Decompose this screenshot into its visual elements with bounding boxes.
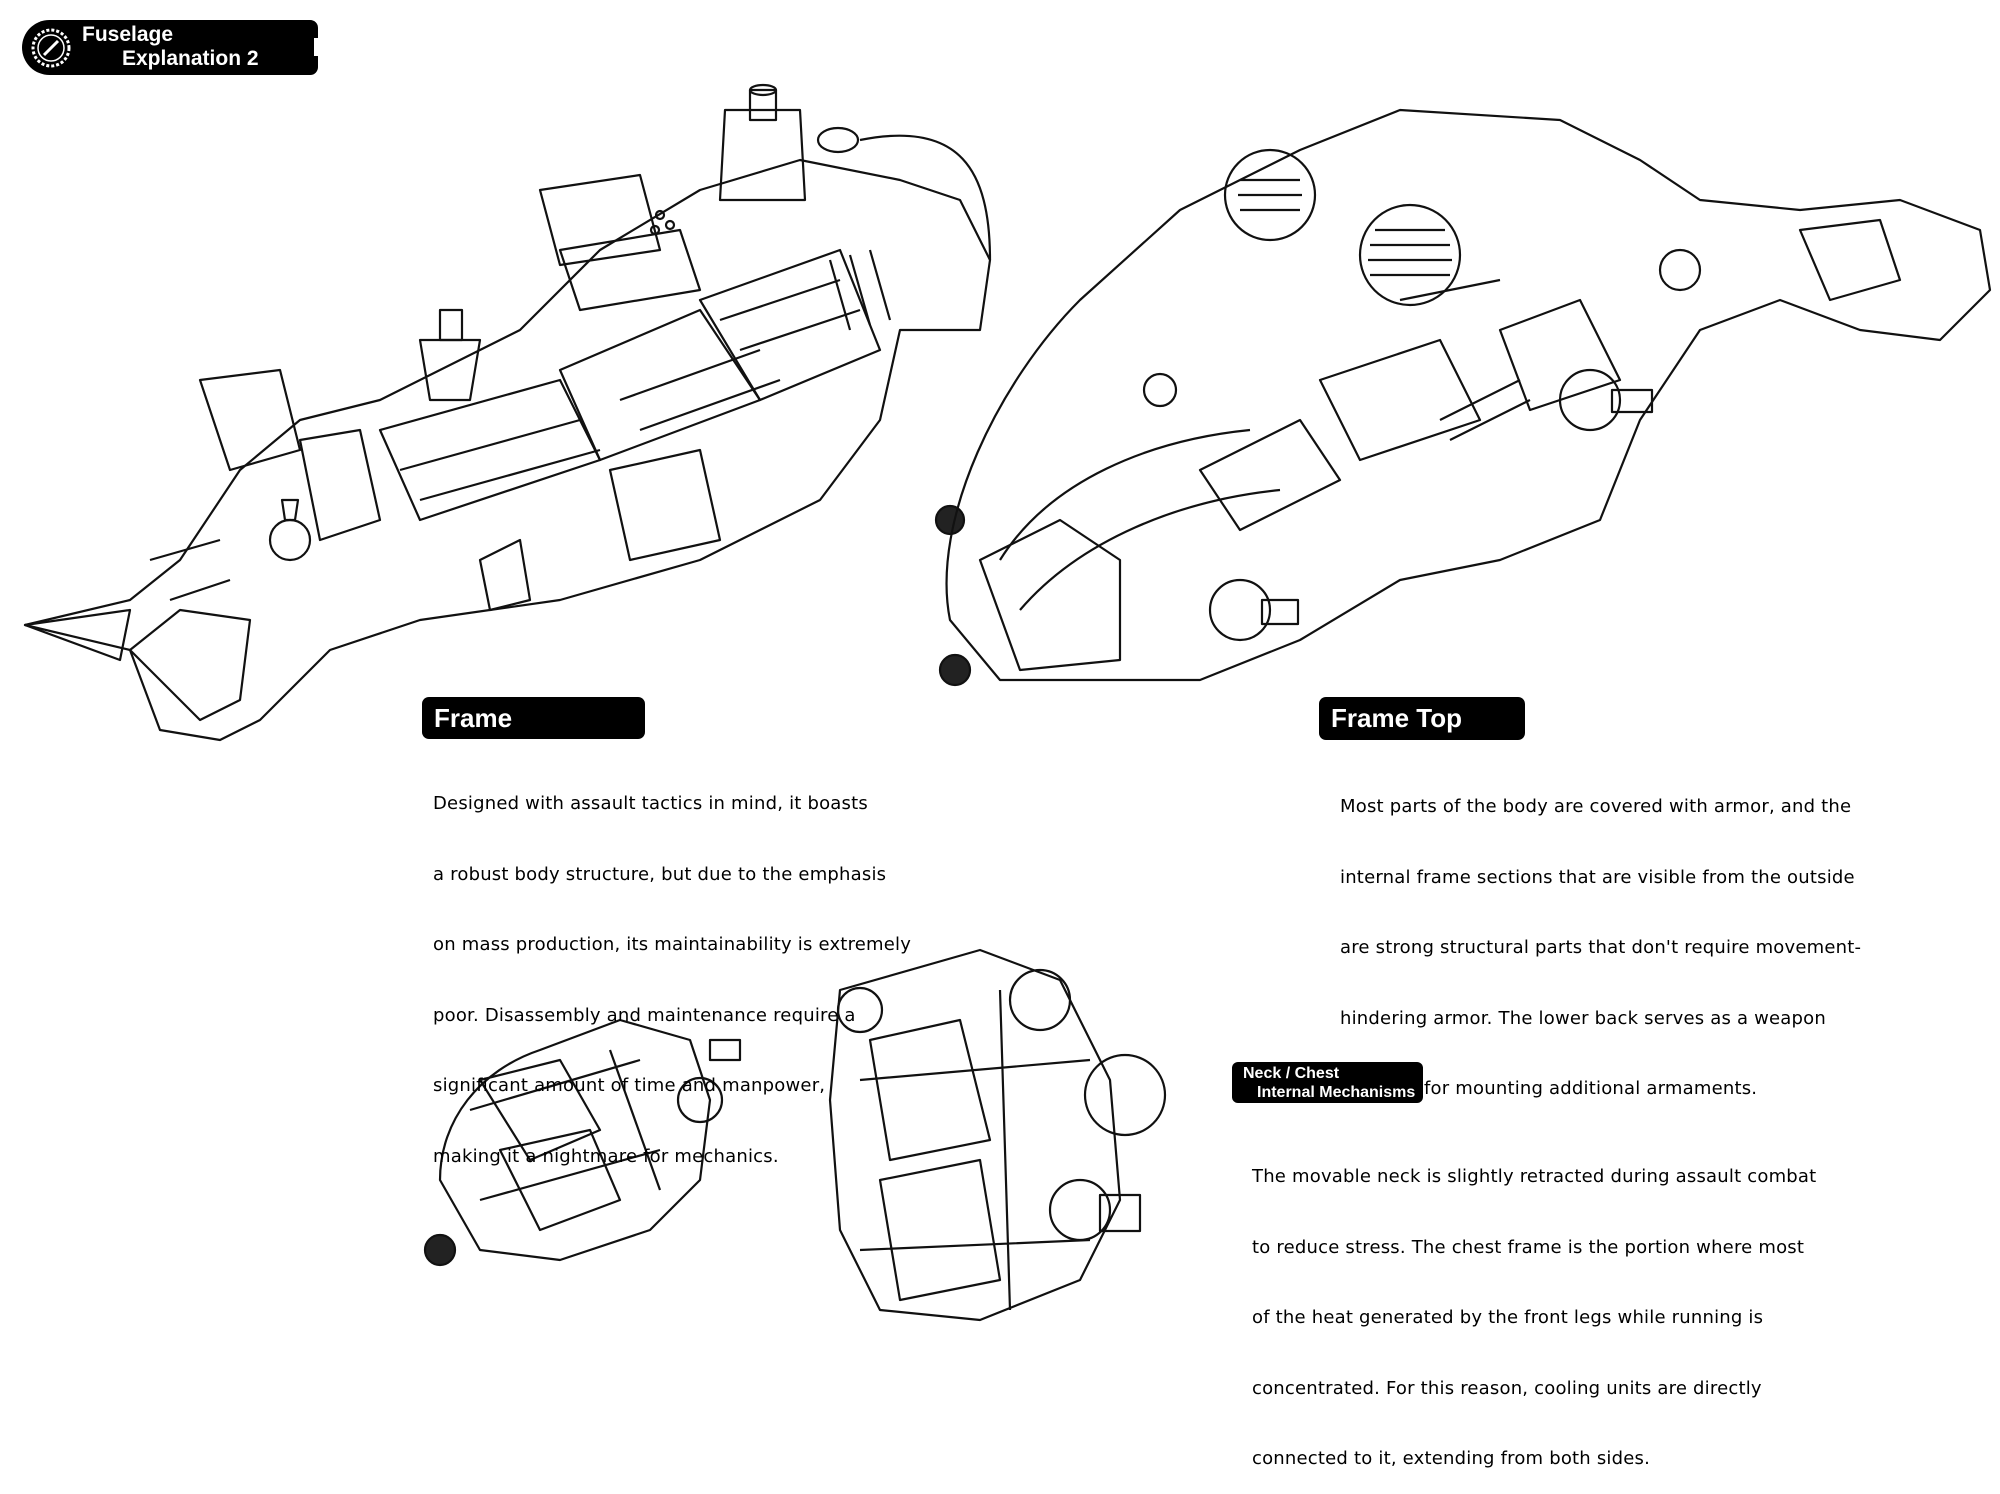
description-line: internal frame sections that are visible… [1340,866,1855,888]
frame-top-title: Frame Top [1319,697,1525,740]
description-line: making it a nightmare for mechanics. [433,1145,779,1167]
neck-chest-title: Neck / Chest Internal Mechanisms [1232,1062,1423,1103]
description-line: The movable neck is slightly retracted d… [1252,1166,1817,1187]
neck-chest-title-line2: Internal Mechanisms [1257,1084,1416,1101]
neck-illustration [423,1018,742,1267]
gear-compass-icon [31,28,71,68]
frame-underside-title: Frame Underside [422,697,645,775]
neck-chest-title-line1: Neck / Chest [1243,1065,1340,1082]
description-line: are strong structural parts that don't r… [1340,937,1862,958]
mech-illustrations [23,83,1992,1322]
description-line: concentrated. For this reason, cooling u… [1252,1377,1762,1399]
description-line: connected to it, extending from both sid… [1252,1448,1651,1469]
description-line: Most parts of the body are covered with … [1340,796,1852,817]
header-title-line2: Explanation 2 [122,47,259,70]
frame-underside-description: Designed with assault tactics in mind, i… [433,745,911,1192]
description-line: hindering armor. The lower back serves a… [1340,1007,1826,1029]
section-header-badge: Fuselage Explanation 2 [22,20,320,75]
description-line: to reduce stress. The chest frame is the… [1252,1236,1805,1258]
description-line: a robust body structure, but due to the … [433,863,887,885]
frame-underside-illustration [23,83,992,742]
frame-top-illustration [938,108,1992,687]
badge-notch [314,38,320,56]
header-title-line1: Fuselage [82,23,174,46]
description-line: significant amount of time and manpower, [433,1075,826,1096]
neck-chest-description: The movable neck is slightly retracted d… [1252,1118,1816,1494]
chest-illustration [828,948,1167,1322]
description-line: Designed with assault tactics in mind, i… [433,793,868,814]
frame-top-description: Most parts of the body are covered with … [1340,748,1861,1124]
description-line: on mass production, its maintainability … [433,934,912,955]
description-line: of the heat generated by the front legs … [1252,1307,1764,1328]
description-line: poor. Disassembly and maintenance requir… [433,1004,856,1026]
